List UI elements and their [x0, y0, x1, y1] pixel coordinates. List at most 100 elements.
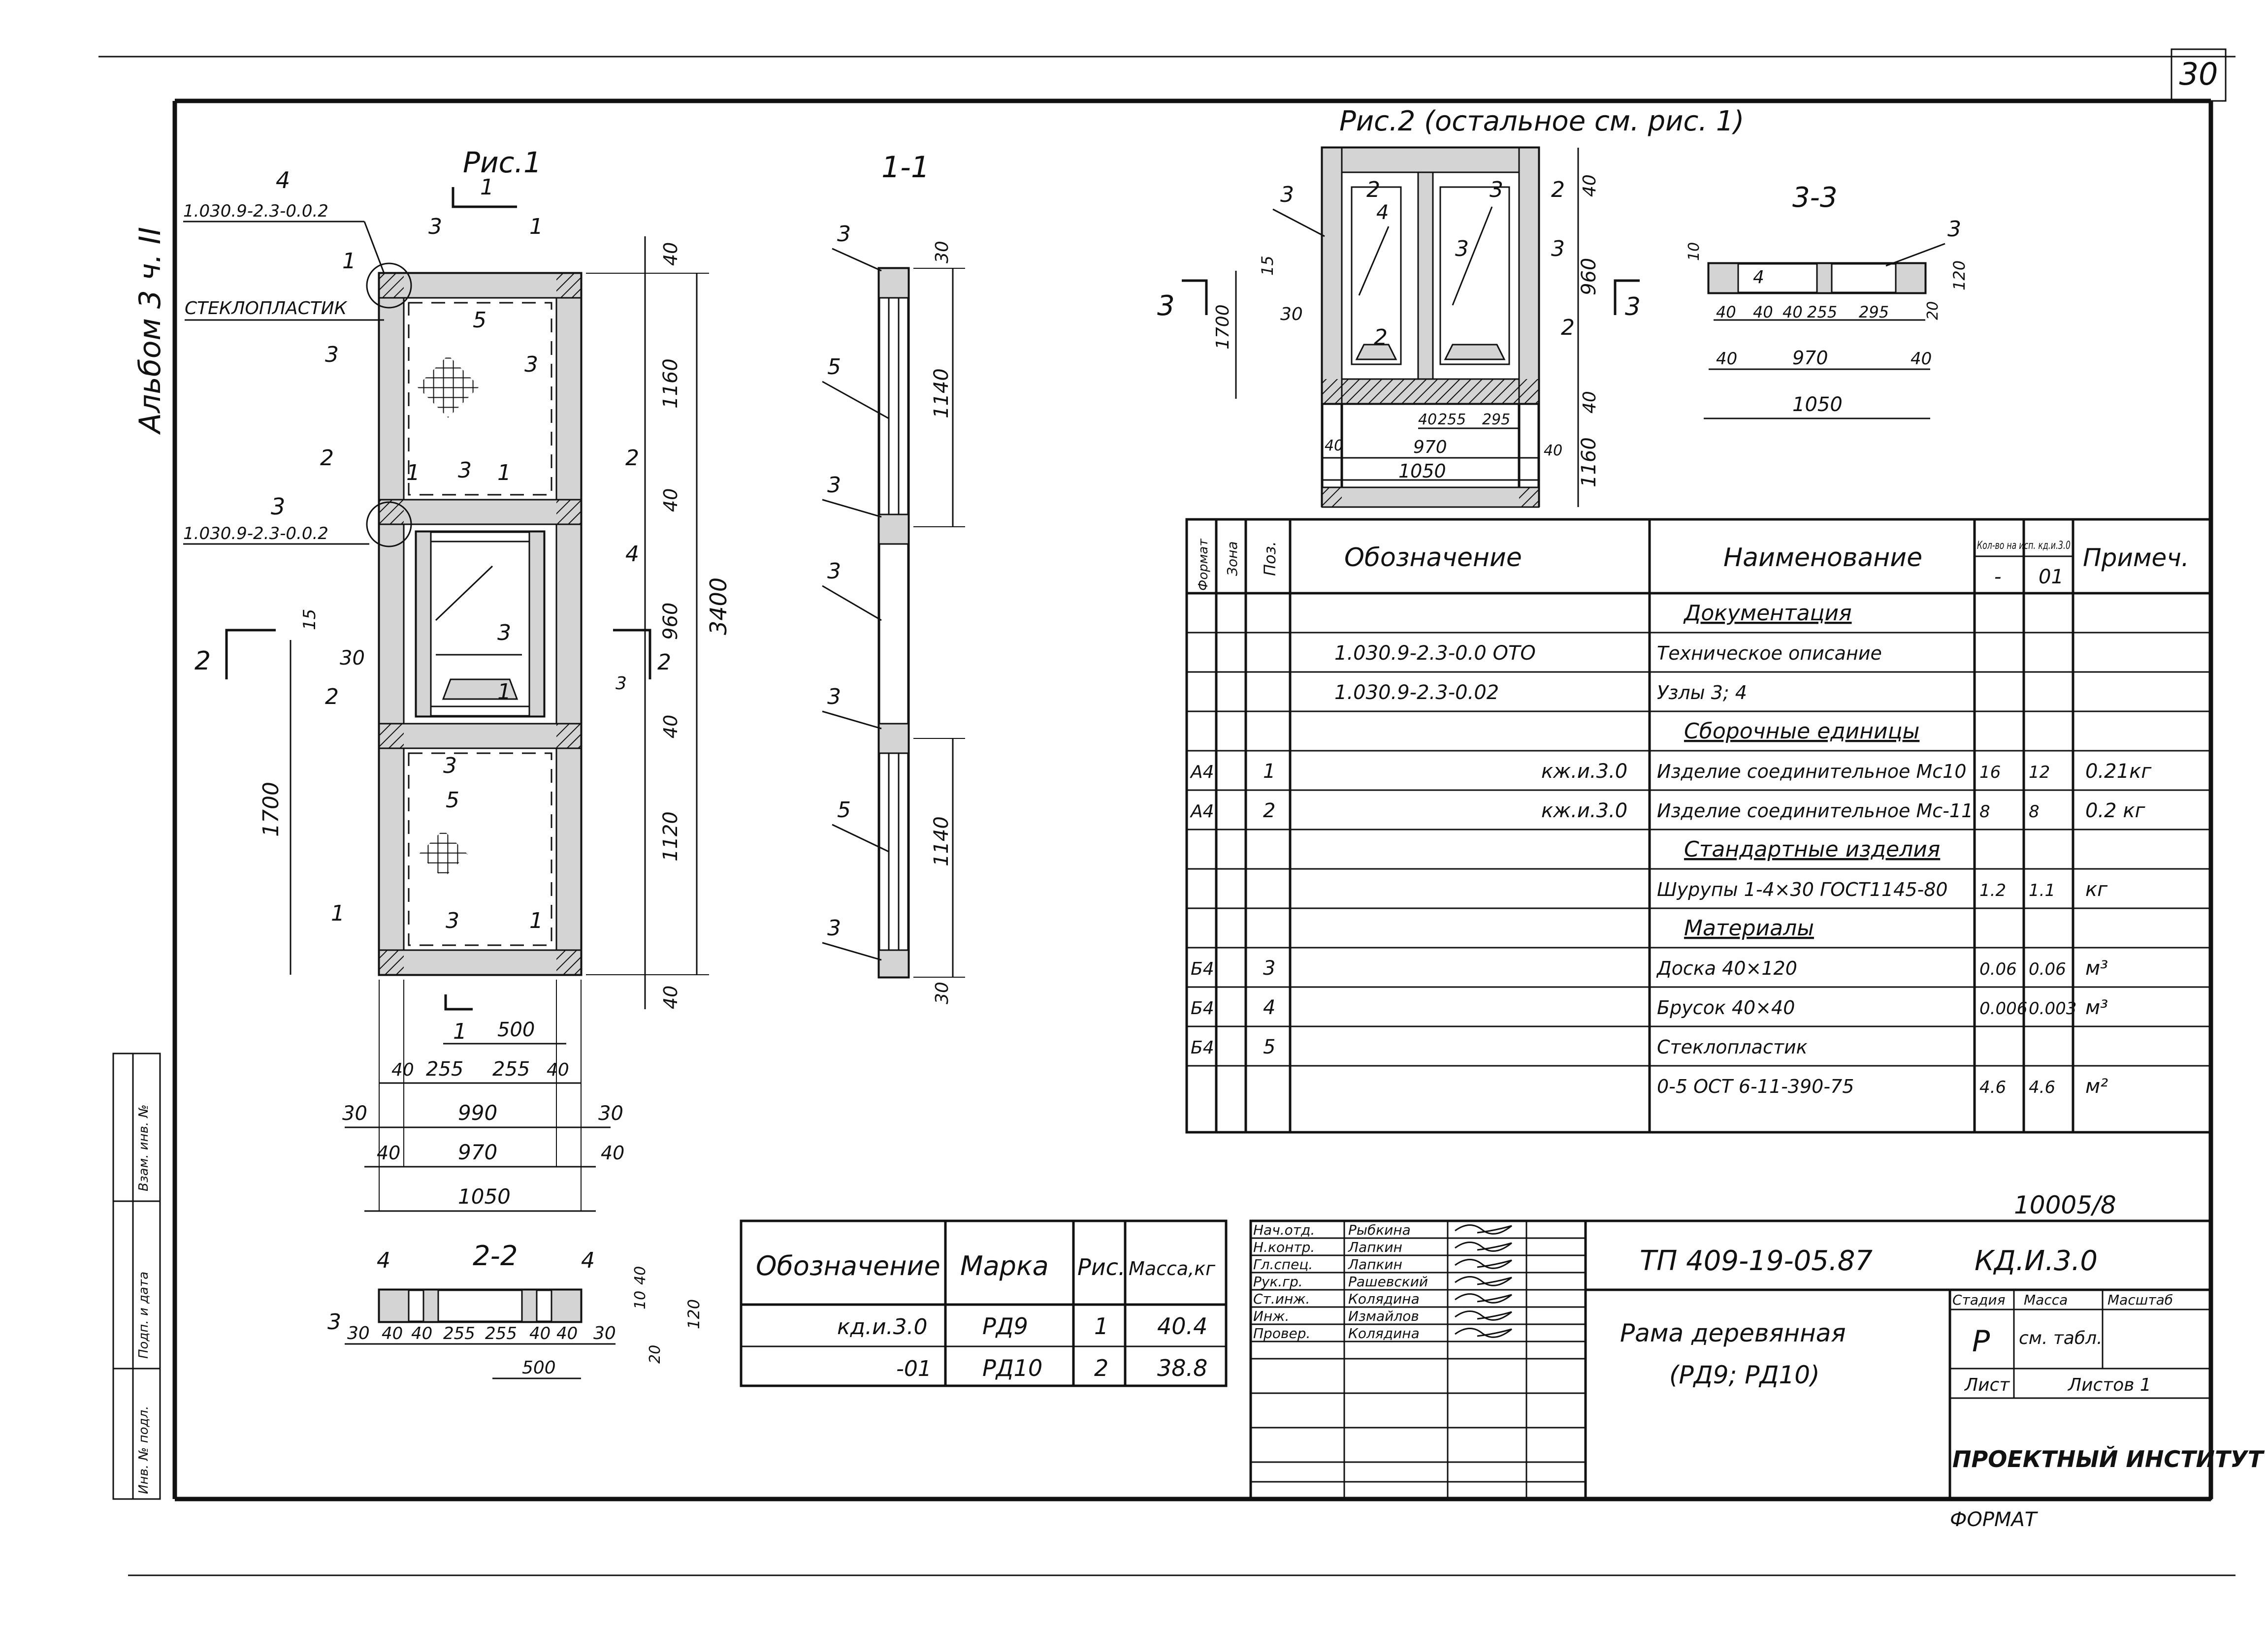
- spec-cell-pos: 2: [1263, 799, 1275, 822]
- pos-label: 3: [1280, 182, 1294, 207]
- staff-name: Рашевский: [1348, 1274, 1428, 1290]
- spec-cell-qty-b: 8: [2029, 802, 2040, 822]
- dim-40-33e: 40: [1911, 349, 1932, 369]
- signature: [1455, 1328, 1512, 1338]
- pos-label: 3: [1490, 177, 1503, 202]
- staff-role: Ст.инж.: [1253, 1291, 1310, 1307]
- dim-970-f2: 970: [1413, 437, 1447, 457]
- dim-40-22b: 40: [411, 1324, 432, 1343]
- spec-row-lines: [1187, 632, 2211, 1067]
- pos-label: 3: [458, 458, 472, 483]
- pos-label: 3: [1551, 236, 1565, 261]
- pos-label: 4: [1376, 201, 1389, 224]
- spec-cell-designation: кж.и.3.0: [1541, 760, 1627, 783]
- spec-cell-format: А4: [1190, 801, 1214, 822]
- title-block: 10005/8 Нач.отд.РыбкинаН.контр.ЛапкинГл.…: [1249, 1191, 2268, 1531]
- pos-label: 1: [497, 460, 511, 485]
- spec-cell-name: Документация: [1683, 601, 1852, 626]
- dim-295-33: 295: [1859, 303, 1889, 321]
- pos-label: 1: [331, 901, 345, 926]
- cut-3-left: 3: [1157, 290, 1175, 322]
- pos-label: 3: [827, 559, 841, 584]
- dim-1140-b: 1140: [930, 816, 953, 866]
- dim-255-22b: 255: [485, 1324, 517, 1343]
- mark-r1-des: -01: [896, 1356, 932, 1381]
- stamp-podp: Подп. и дата: [136, 1272, 151, 1359]
- spec-cell-name: Доска 40×120: [1656, 958, 1797, 979]
- section-3-3-title: 3-3: [1792, 182, 1837, 214]
- spec-cell-designation: 1.030.9-2.3-0.0 ОТО: [1334, 642, 1536, 665]
- doc-code: КД.И.3.0: [1975, 1245, 2098, 1277]
- dim-40-c: 40: [660, 715, 681, 738]
- stage-value: Р: [1972, 1324, 1990, 1359]
- pos-label: 5: [827, 354, 841, 380]
- section-1-1-title: 1-1: [881, 150, 930, 185]
- dim-40-f2b: 40: [1580, 391, 1600, 414]
- pos-label: 1: [406, 460, 420, 485]
- signature: [1455, 1259, 1512, 1269]
- dim-255-f2: 255: [1438, 411, 1466, 428]
- staff-role: Провер.: [1253, 1325, 1310, 1341]
- dim-15-f2: 15: [1258, 255, 1277, 276]
- spec-cell-designation: кж.и.3.0: [1541, 799, 1627, 822]
- pos-label: 2: [625, 446, 639, 471]
- dim-30-b: 30: [598, 1102, 623, 1125]
- pos-label: 2: [1561, 315, 1575, 340]
- spec-cell-qty-a: 0.006: [1979, 999, 2027, 1019]
- pos-label: 3: [524, 352, 538, 377]
- mark-h-mark: Марка: [960, 1250, 1049, 1281]
- spec-cell-qty-b: 0.003: [2029, 999, 2076, 1019]
- spec-cell-pos: 1: [1263, 760, 1275, 783]
- mass-label: Масса: [2024, 1292, 2068, 1308]
- dim-40-22c: 40: [529, 1324, 551, 1343]
- mark-r1-mark: РД10: [982, 1355, 1042, 1381]
- mark-r1-fig: 2: [1094, 1355, 1108, 1381]
- dim-295-f2: 295: [1482, 411, 1510, 428]
- mark-h-designation: Обозначение: [756, 1250, 940, 1281]
- dim-1120: 1120: [659, 811, 682, 862]
- dim-40-h: 40: [601, 1142, 624, 1164]
- dim-40-f2d: 40: [1325, 437, 1343, 454]
- signature: [1455, 1276, 1512, 1286]
- dim-40-d: 40: [660, 986, 681, 1009]
- staff-name: Лапкин: [1348, 1239, 1402, 1255]
- spec-cell-format: Б4: [1191, 998, 1214, 1019]
- pos-label: 5: [446, 788, 459, 813]
- spec-cell-qty-a: 16: [1979, 763, 2001, 782]
- spec-cell-format: А4: [1190, 762, 1214, 782]
- fig2-title: Рис.2 (остальное см. рис. 1): [1339, 105, 1744, 137]
- dim-40-b: 40: [660, 488, 681, 512]
- pos-label: 3: [1947, 217, 1961, 242]
- dim-40-33c: 40: [1782, 303, 1803, 321]
- dim-1700: 1700: [259, 782, 284, 837]
- spec-cell-qty-b: 0.06: [2029, 959, 2066, 979]
- spec-h-note: Примеч.: [2083, 543, 2189, 572]
- staff-role: Н.контр.: [1253, 1239, 1315, 1255]
- mark-r0-mass: 40.4: [1157, 1313, 1207, 1340]
- spec-cell-pos: 4: [1263, 996, 1275, 1019]
- spec-cell-qty-b: 1.1: [2029, 881, 2055, 900]
- dim-40-f2e: 40: [1544, 442, 1562, 459]
- mark-r0-fig: 1: [1094, 1313, 1108, 1340]
- page-number: 30: [2179, 56, 2218, 92]
- archive-number: 10005/8: [2014, 1191, 2116, 1219]
- pos-label: 5: [837, 798, 851, 823]
- spec-cell-pos: 5: [1263, 1036, 1275, 1058]
- spec-cell-note: кг: [2085, 878, 2108, 901]
- spec-cell-name: Изделие соединительное Мс-11: [1657, 800, 1973, 822]
- spec-h-name: Наименование: [1723, 543, 1922, 573]
- figure-1-frame-view: Рис.1 1: [183, 146, 732, 1212]
- section-1-1: 1-1 1140 1140 30 30 3 5 3 3 3 5 3: [822, 150, 965, 1004]
- signature: [1455, 1293, 1512, 1304]
- mass-value: см. табл.: [2019, 1328, 2103, 1348]
- sheet-frame: 30 Взам. инв. № Подп. и дата Инв. № подл…: [98, 48, 2236, 1576]
- mark-h-fig: Рис.: [1077, 1254, 1126, 1280]
- spec-cell-qty-a: 1.2: [1979, 881, 2006, 900]
- dim-1140-a: 1140: [930, 368, 953, 418]
- dim-40-g: 40: [377, 1142, 400, 1164]
- dim-1160: 1160: [659, 358, 682, 409]
- spec-cell-name: Материалы: [1684, 916, 1814, 941]
- pos-label: 2: [325, 684, 339, 709]
- spec-cell-note: 0.2 кг: [2085, 799, 2145, 822]
- pos-label: 1: [529, 908, 543, 933]
